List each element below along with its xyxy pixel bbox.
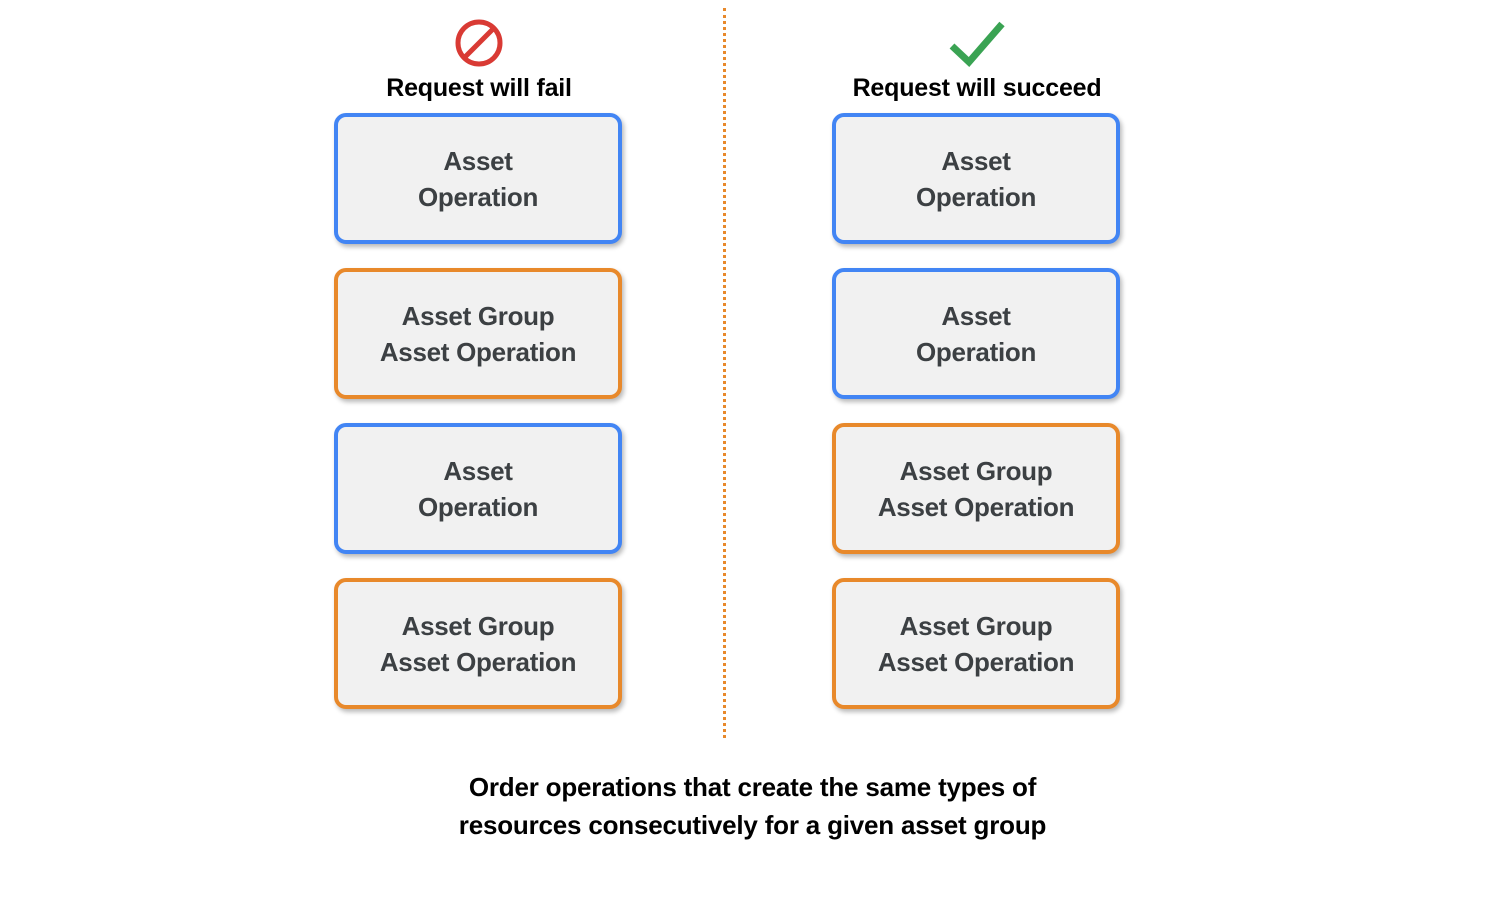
node-box-label: Asset Operation — [417, 455, 539, 522]
node-box-label: Asset Group Asset Operation — [877, 455, 1075, 522]
prohibition-icon — [334, 14, 624, 72]
node-box-label: Asset Operation — [915, 145, 1037, 212]
column-title-fail: Request will fail — [386, 74, 572, 102]
checkmark-icon — [832, 14, 1122, 72]
node-box[interactable]: Asset Group Asset Operation — [334, 578, 622, 709]
column-header-succeed: Request will succeed — [832, 14, 1122, 103]
node-box-label: Asset Operation — [915, 300, 1037, 367]
diagram-caption: Order operations that create the same ty… — [458, 772, 1047, 840]
node-box[interactable]: Asset Group Asset Operation — [334, 268, 622, 399]
node-box[interactable]: Asset Operation — [832, 268, 1120, 399]
node-box[interactable]: Asset Operation — [334, 423, 622, 554]
box-stack-fail: Asset Operation Asset Group Asset Operat… — [334, 113, 624, 733]
node-box[interactable]: Asset Operation — [334, 113, 622, 244]
node-box-label: Asset Operation — [417, 145, 539, 212]
node-box[interactable]: Asset Group Asset Operation — [832, 423, 1120, 554]
node-box-label: Asset Group Asset Operation — [379, 610, 577, 677]
column-title-succeed: Request will succeed — [852, 74, 1102, 102]
node-box-label: Asset Group Asset Operation — [877, 610, 1075, 677]
box-stack-succeed: Asset Operation Asset Operation Asset Gr… — [832, 113, 1122, 733]
node-box-label: Asset Group Asset Operation — [379, 300, 577, 367]
node-box[interactable]: Asset Group Asset Operation — [832, 578, 1120, 709]
column-header-fail: Request will fail — [334, 14, 624, 103]
node-box[interactable]: Asset Operation — [832, 113, 1120, 244]
column-divider — [723, 8, 726, 738]
